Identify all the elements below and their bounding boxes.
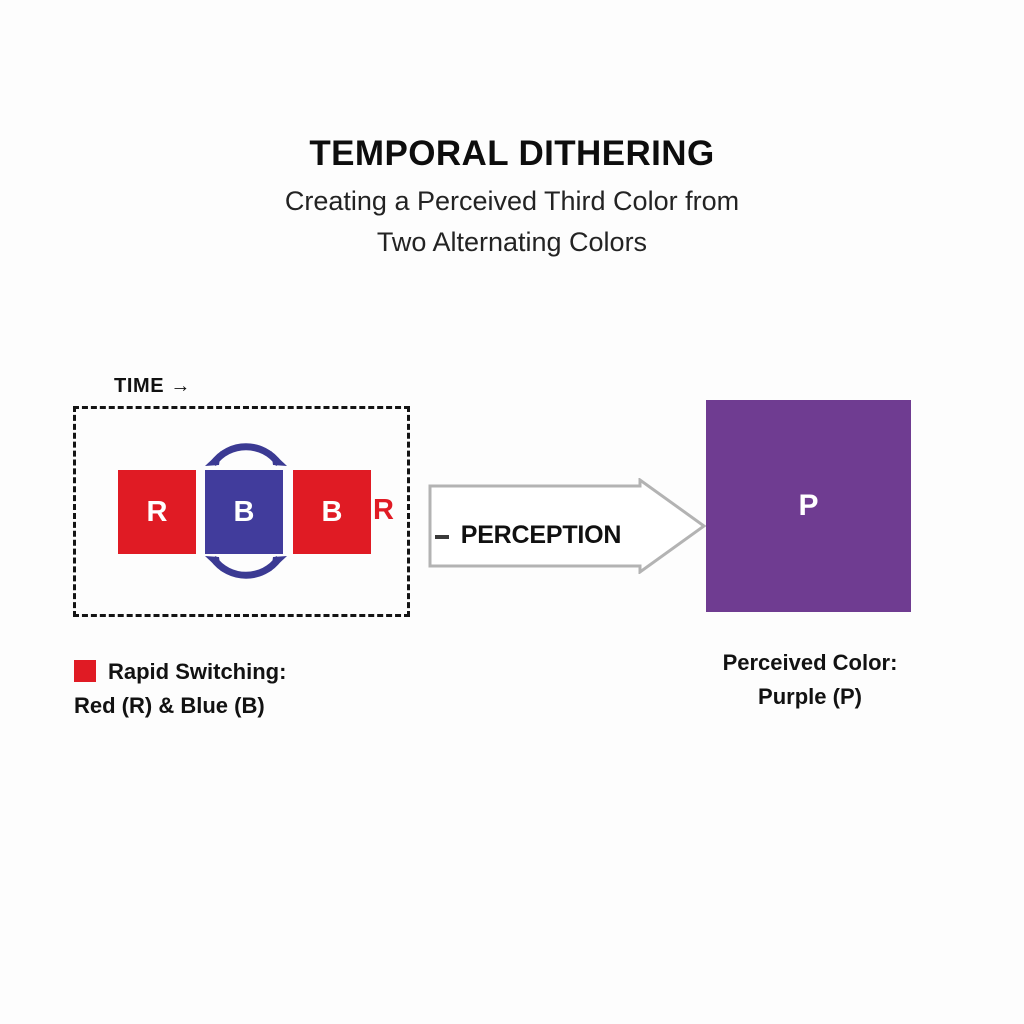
page-title: TEMPORAL DITHERING bbox=[309, 134, 715, 173]
legend-right-line-1: Perceived Color: bbox=[722, 650, 898, 675]
sequence-frame-label: R bbox=[146, 495, 168, 528]
legend-left-text: Rapid Switching: Red (R) & Blue (B) bbox=[74, 655, 287, 723]
legend-perceived-color: Perceived Color: Purple (P) bbox=[660, 646, 960, 714]
subtitle-line-1: Creating a Perceived Third Color from bbox=[284, 186, 740, 216]
perceived-color-square: P bbox=[706, 400, 911, 612]
header: TEMPORAL DITHERING Creating a Perceived … bbox=[0, 132, 1024, 263]
perceived-color-label: P bbox=[798, 489, 819, 522]
time-axis-label: TIME → bbox=[114, 375, 191, 397]
perception-arrow-icon bbox=[428, 478, 706, 574]
sequence-frame-label: B bbox=[233, 495, 255, 528]
sequence-frame-1: B bbox=[205, 470, 283, 554]
page-subtitle: Creating a Perceived Third Color from Tw… bbox=[0, 181, 1024, 263]
perception-leader-tick bbox=[435, 535, 449, 539]
sequence-frame-0: R bbox=[118, 470, 196, 554]
sequence-frame bbox=[73, 406, 410, 617]
legend-right-line-2: Purple (P) bbox=[758, 684, 862, 709]
legend-color-swatch bbox=[74, 660, 96, 682]
sequence-frame-label: B bbox=[321, 495, 343, 528]
legend-left-row: Rapid Switching: Red (R) & Blue (B) bbox=[74, 655, 404, 723]
sequence-trailing-letter: R bbox=[373, 494, 394, 526]
sequence-frame-2: B bbox=[293, 470, 371, 554]
switch-arrow-up-icon bbox=[205, 443, 287, 467]
perception-label: PERCEPTION bbox=[460, 521, 622, 549]
switch-arrow-down-icon bbox=[205, 555, 287, 579]
subtitle-line-2: Two Alternating Colors bbox=[376, 227, 648, 257]
legend-rapid-switching: Rapid Switching: Red (R) & Blue (B) bbox=[74, 655, 404, 723]
legend-left-line-2: Red (R) & Blue (B) bbox=[74, 693, 265, 718]
legend-left-line-1: Rapid Switching: bbox=[108, 659, 287, 684]
